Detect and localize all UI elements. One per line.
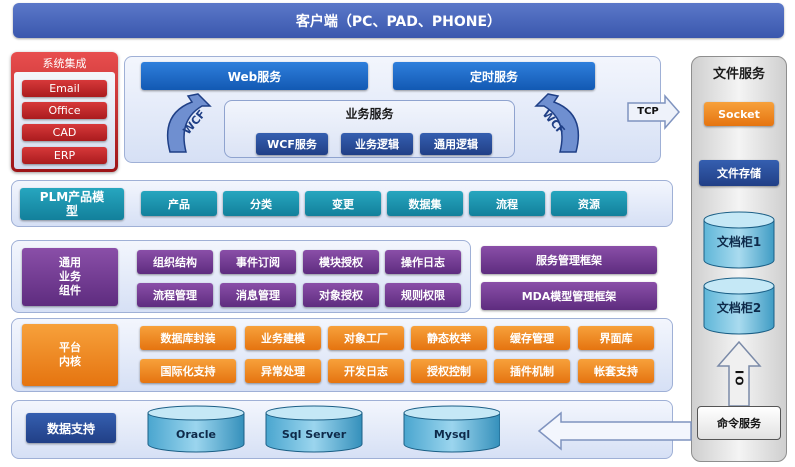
- cad-item: CAD: [22, 124, 107, 141]
- wcf-right-arrow: [534, 93, 580, 153]
- command-service-box: 命令服务: [697, 406, 781, 440]
- sqlserver-label: Sql Server: [281, 427, 347, 441]
- workflow-management: 流程管理: [137, 283, 213, 307]
- plm-title-box: PLM产品模型: [20, 188, 124, 220]
- cabinet-1: [703, 211, 775, 269]
- event-subscription: 事件订阅: [220, 250, 296, 274]
- system-integration-title: 系统集成: [42, 56, 87, 70]
- dev-log: 开发日志: [328, 359, 404, 383]
- sqlserver-cylinder: [265, 405, 363, 453]
- cabinet-2-label: 文档柜2: [716, 300, 762, 315]
- oracle-cylinder: [147, 405, 245, 453]
- module-authorization: 模块授权: [303, 250, 379, 274]
- business-logic-box: 业务逻辑: [341, 133, 413, 155]
- data-support-title: 数据支持: [26, 413, 116, 443]
- file-storage-box: 文件存储: [699, 160, 779, 186]
- plm-product: 产品: [141, 191, 217, 216]
- plm-category: 分类: [223, 191, 299, 216]
- object-factory: 对象工厂: [328, 326, 404, 350]
- timer-service-box: 定时服务: [393, 62, 595, 90]
- rule-permission: 规则权限: [385, 283, 461, 307]
- plugin-mechanism: 插件机制: [494, 359, 570, 383]
- db-wrapper: 数据库封装: [140, 326, 236, 350]
- cabinet-2: [703, 277, 775, 335]
- common-logic-box: 通用逻辑: [420, 133, 492, 155]
- cache-management: 缓存管理: [494, 326, 570, 350]
- plm-workflow: 流程: [469, 191, 545, 216]
- erp-item: ERP: [22, 147, 107, 164]
- socket-box: Socket: [704, 102, 774, 126]
- tcp-arrow: [627, 94, 680, 130]
- mysql-label: Mysql: [433, 427, 471, 441]
- office-item: Office: [22, 102, 107, 119]
- wcf-left-arrow: [166, 93, 212, 153]
- cabinet-1-label: 文档柜1: [716, 234, 762, 249]
- object-authorization: 对象授权: [303, 283, 379, 307]
- database-cylinders: [147, 405, 500, 453]
- cabinet-cylinders: [703, 211, 775, 335]
- mda-model-framework: MDA模型管理框架: [481, 282, 657, 310]
- i18n-support: 国际化支持: [140, 359, 236, 383]
- business-service-title: 业务服务: [345, 106, 394, 121]
- ui-library: 界面库: [578, 326, 654, 350]
- plm-dataset: 数据集: [387, 191, 463, 216]
- file-service-title: 文件服务: [712, 66, 765, 82]
- wcf-service-box: WCF服务: [256, 133, 328, 155]
- io-label: IO: [732, 370, 746, 388]
- static-enum: 静态枚举: [411, 326, 487, 350]
- operation-log: 操作日志: [385, 250, 461, 274]
- command-to-data-arrow: [537, 411, 692, 451]
- plm-resource: 资源: [551, 191, 627, 216]
- account-set-support: 帐套支持: [578, 359, 654, 383]
- org-structure: 组织结构: [137, 250, 213, 274]
- plm-change: 变更: [305, 191, 381, 216]
- client-title: 客户端（PC、PAD、PHONE）: [295, 13, 502, 30]
- common-components-title: 通用业务组件: [22, 248, 118, 306]
- message-management: 消息管理: [220, 283, 296, 307]
- email-item: Email: [22, 80, 107, 97]
- business-modeling: 业务建模: [245, 326, 321, 350]
- tcp-label: TCP: [637, 105, 659, 117]
- web-service-box: Web服务: [141, 62, 368, 90]
- authorization-control: 授权控制: [411, 359, 487, 383]
- service-management-framework: 服务管理框架: [481, 246, 657, 274]
- exception-handling: 异常处理: [245, 359, 321, 383]
- client-header: 客户端（PC、PAD、PHONE）: [13, 3, 784, 38]
- oracle-label: Oracle: [176, 427, 216, 441]
- mysql-cylinder: [403, 405, 500, 453]
- platform-kernel-title: 平台内核: [22, 324, 118, 386]
